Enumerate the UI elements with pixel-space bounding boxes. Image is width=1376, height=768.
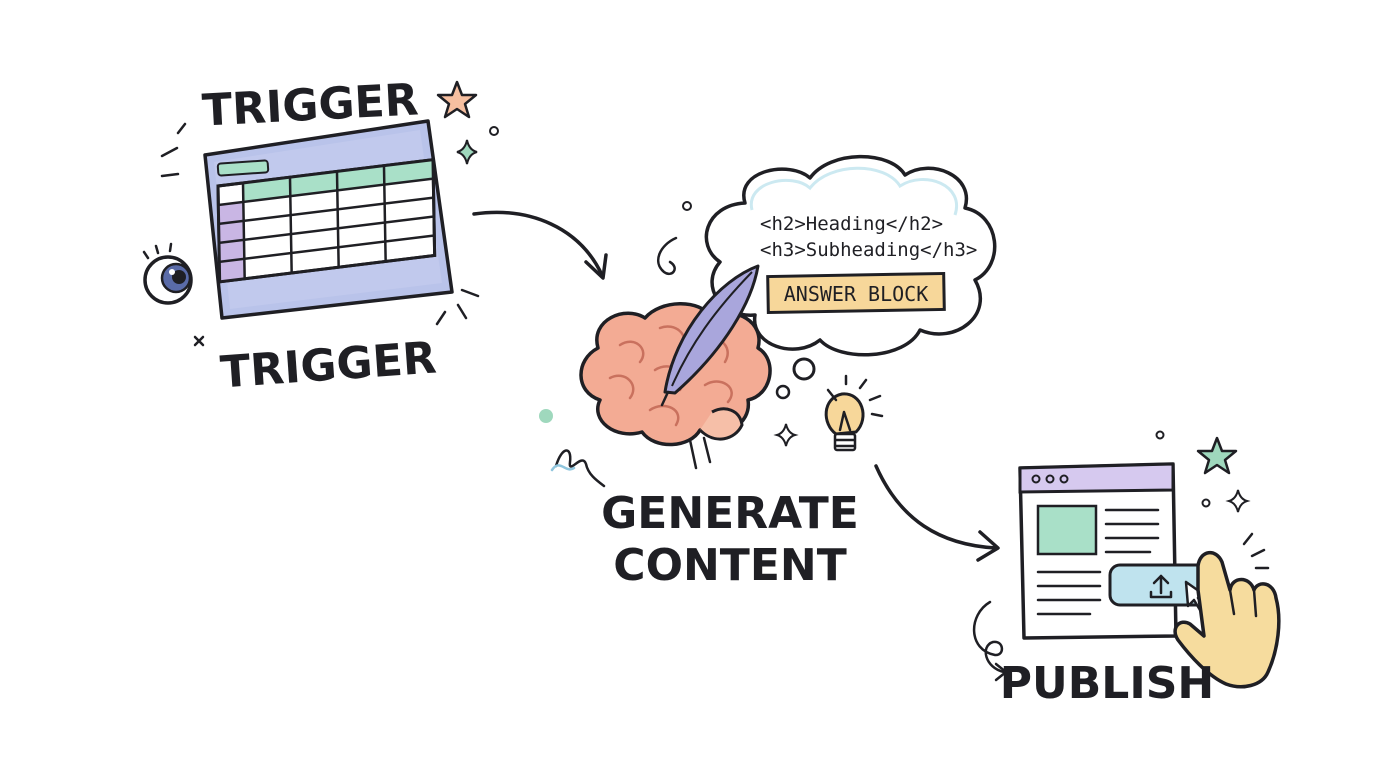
browser-window-icon	[1018, 462, 1178, 640]
hand-icon	[1173, 551, 1281, 689]
trigger-title-bottom: TRIGGER	[219, 332, 438, 398]
eye-icon	[142, 242, 193, 305]
dot-decoration	[489, 126, 499, 136]
star-icon	[436, 80, 478, 119]
generate-title-line2: CONTENT	[613, 540, 846, 591]
thought-bubble-small	[792, 357, 816, 381]
star-icon	[1196, 436, 1238, 475]
attention-marks	[160, 122, 480, 347]
upload-icon	[1149, 574, 1173, 599]
thought-bubble-tiny	[775, 384, 791, 400]
answer-block-label: ANSWER BLOCK	[784, 282, 929, 306]
quill-icon	[660, 264, 760, 407]
curl-arrow	[972, 600, 1008, 682]
spreadsheet-icon	[203, 119, 454, 320]
sparkle-icon	[773, 423, 799, 447]
arrow-to-generate	[472, 210, 608, 280]
publish-button[interactable]	[1108, 563, 1212, 607]
dot-decoration	[1155, 430, 1165, 440]
lightbulb-icon	[824, 374, 884, 452]
dot-decoration	[1201, 498, 1211, 508]
sparkle-icon	[456, 139, 478, 165]
thought-line-h3: <h3>Subheading</h3>	[760, 239, 977, 261]
generate-title-line1: GENERATE	[601, 488, 859, 539]
sparkle-icon	[1225, 489, 1251, 513]
publish-title: PUBLISH	[1000, 658, 1214, 709]
thought-line-h2: <h2>Heading</h2>	[760, 213, 943, 235]
scribble-decoration	[539, 201, 692, 488]
arrow-to-publish	[874, 464, 1000, 562]
answer-block: ANSWER BLOCK	[766, 271, 946, 315]
motion-marks	[1242, 532, 1270, 570]
